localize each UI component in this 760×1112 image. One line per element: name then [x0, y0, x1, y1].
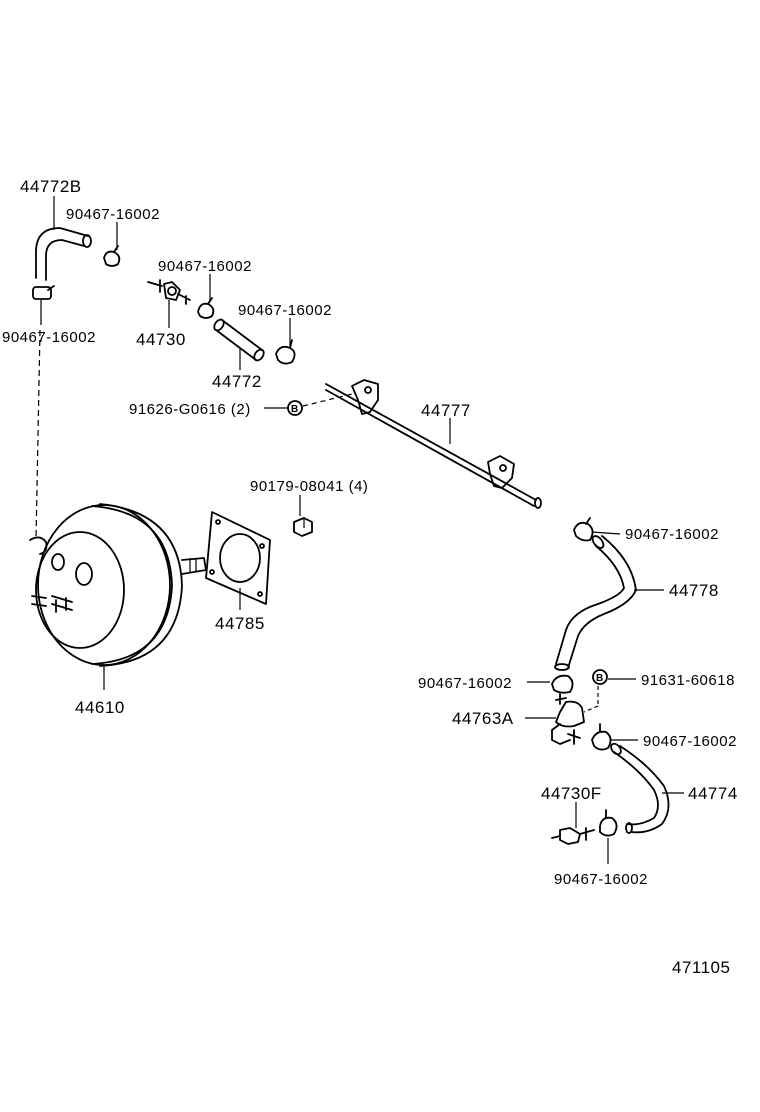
label-44772: 44772: [212, 372, 262, 391]
label-clamp-mid1: 90467-16002: [158, 258, 252, 275]
bolt-marker-b2-letter: B: [596, 673, 603, 684]
clamp-r2: [551, 674, 574, 694]
label-clamp-top: 90467-16002: [66, 206, 160, 223]
label-clamp-r2: 90467-16002: [418, 675, 512, 692]
check-valve-44730F: [551, 827, 595, 845]
hose-44772B: [35, 227, 92, 281]
hose-44778: [554, 535, 637, 671]
label-clamp-mid2: 90467-16002: [238, 302, 332, 319]
clamp-r3: [591, 723, 612, 751]
fitting-44763A: [551, 693, 585, 745]
label-44778: 44778: [669, 581, 719, 600]
clamp-mid1: [197, 297, 215, 319]
label-bolt-b2: 91631-60618: [641, 672, 735, 689]
leader-clamp-r1: [591, 531, 621, 535]
label-clamp-r3: 90467-16002: [643, 733, 737, 750]
nut-90179: [293, 517, 313, 537]
label-bolt-b1: 91626-G0616 (2): [129, 401, 251, 418]
label-nut: 90179-08041 (4): [250, 478, 368, 495]
pipe-44777: [325, 379, 542, 509]
clamp-r1: [573, 517, 594, 542]
gasket-44785: [205, 511, 271, 605]
label-44774: 44774: [688, 784, 738, 803]
bolt-marker-b1: [287, 400, 303, 416]
hose-44774: [610, 742, 670, 834]
label-44785: 44785: [215, 614, 265, 633]
dashed-connector-b2-tail: [583, 705, 599, 713]
brake-booster-44610: [29, 503, 207, 667]
dashed-connector-left: [35, 329, 41, 541]
label-44730F: 44730F: [541, 784, 602, 803]
diagram-id: 471105: [672, 958, 730, 977]
label-44777: 44777: [421, 401, 471, 420]
label-clamp-r1: 90467-16002: [625, 526, 719, 543]
clamp-mid2: [275, 339, 296, 365]
label-44763A: 44763A: [452, 709, 514, 728]
bolt-marker-b1-letter: B: [291, 404, 298, 415]
clamp-left: [32, 285, 55, 300]
label-clamp-left: 90467-16002: [2, 329, 96, 346]
clamp-bottom: [599, 809, 618, 837]
bolt-marker-b2: [592, 669, 608, 685]
label-44730: 44730: [136, 330, 186, 349]
check-valve-44730: [147, 279, 191, 305]
hose-44772: [213, 318, 265, 362]
label-44772B: 44772B: [20, 177, 82, 196]
label-clamp-bottom: 90467-16002: [554, 871, 648, 888]
label-44610: 44610: [75, 698, 125, 717]
